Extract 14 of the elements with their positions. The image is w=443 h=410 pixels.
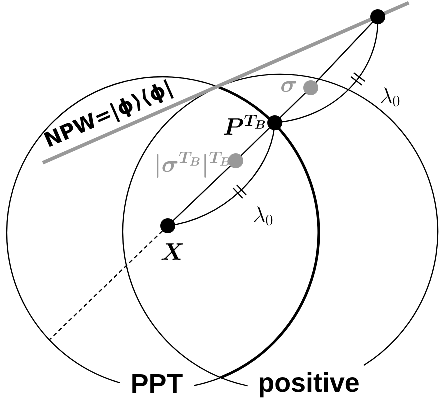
- distance-label: $\lambda_0$: [254, 206, 273, 226]
- point-label: $P^{T_B}$: [224, 115, 266, 135]
- line-segment: [280, 92, 306, 118]
- point-label: $|\sigma^{T_B}|^{T_B}$: [157, 152, 230, 178]
- line-segment: [316, 22, 374, 83]
- set-label: PPT: [132, 374, 183, 393]
- dashed-line: [49, 230, 164, 340]
- line-segment: [240, 128, 270, 156]
- line-segment: [173, 166, 231, 222]
- point-label: $X$: [162, 244, 184, 260]
- point-label: $\sigma$: [282, 81, 297, 92]
- point-dot: [370, 10, 386, 24]
- distance-label: $\lambda_0$: [381, 88, 400, 107]
- set-label: positive: [260, 372, 359, 398]
